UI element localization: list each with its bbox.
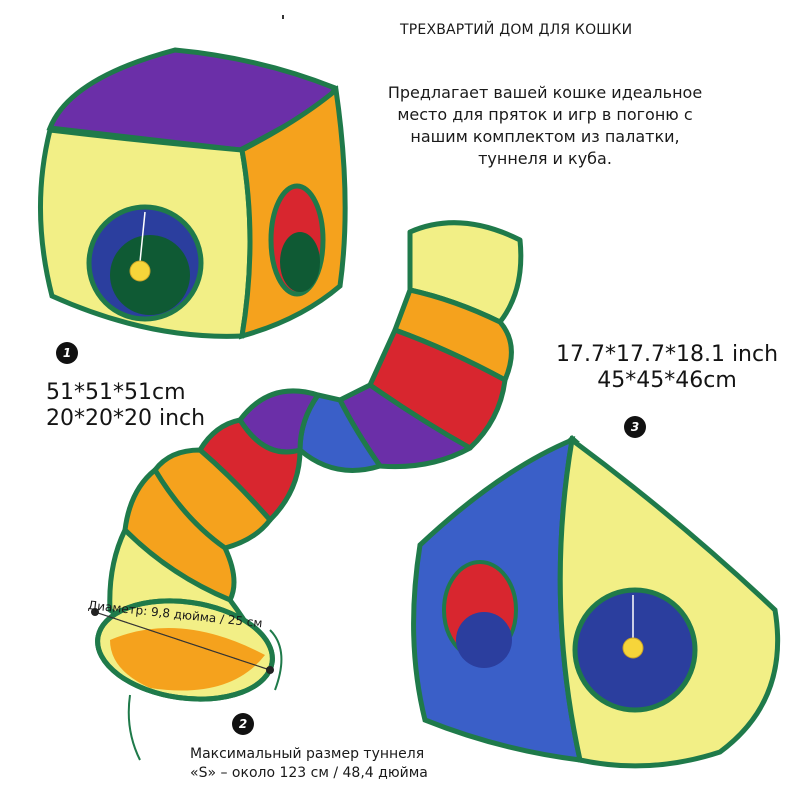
ball-icon	[129, 260, 151, 282]
page-title: ТРЕХВАРТИЙ ДОМ ДЛЯ КОШКИ	[400, 22, 633, 38]
cat-cube	[38, 47, 348, 340]
item-2-badge: 2	[232, 713, 254, 735]
description-line: туннеля и куба.	[478, 149, 612, 168]
tunnel-size-line: «S» – около 123 см / 48,4 дюйма	[190, 765, 428, 781]
item-3-badge: 3	[624, 416, 646, 438]
tent-dimensions: 17.7*17.7*18.1 inch 45*45*46cm	[556, 342, 778, 394]
cube-dimensions: 51*51*51cm 20*20*20 inch	[46, 380, 205, 432]
tent-dims-cm: 45*45*46cm	[597, 368, 737, 393]
tunnel-size: Максимальный размер туннеля «S» – около …	[190, 745, 428, 783]
stray-mark	[282, 15, 284, 19]
ball-icon	[622, 637, 644, 659]
description-line: Предлагает вашей кошке идеальное	[387, 83, 703, 102]
description-line: место для пряток и игр в погоню с	[397, 105, 693, 124]
cat-tent	[411, 435, 781, 769]
description-line: нашим комплектом из палатки,	[410, 127, 680, 146]
cat-tunnel	[91, 220, 524, 761]
cube-dims-cm: 51*51*51cm	[46, 380, 186, 405]
tunnel-size-line: Максимальный размер туннеля	[190, 746, 425, 762]
tent-dims-inch: 17.7*17.7*18.1 inch	[556, 342, 779, 367]
cube-dims-inch: 20*20*20 inch	[46, 406, 206, 431]
product-description: Предлагает вашей кошке идеальное место д…	[360, 82, 730, 170]
item-1-badge: 1	[56, 342, 78, 364]
